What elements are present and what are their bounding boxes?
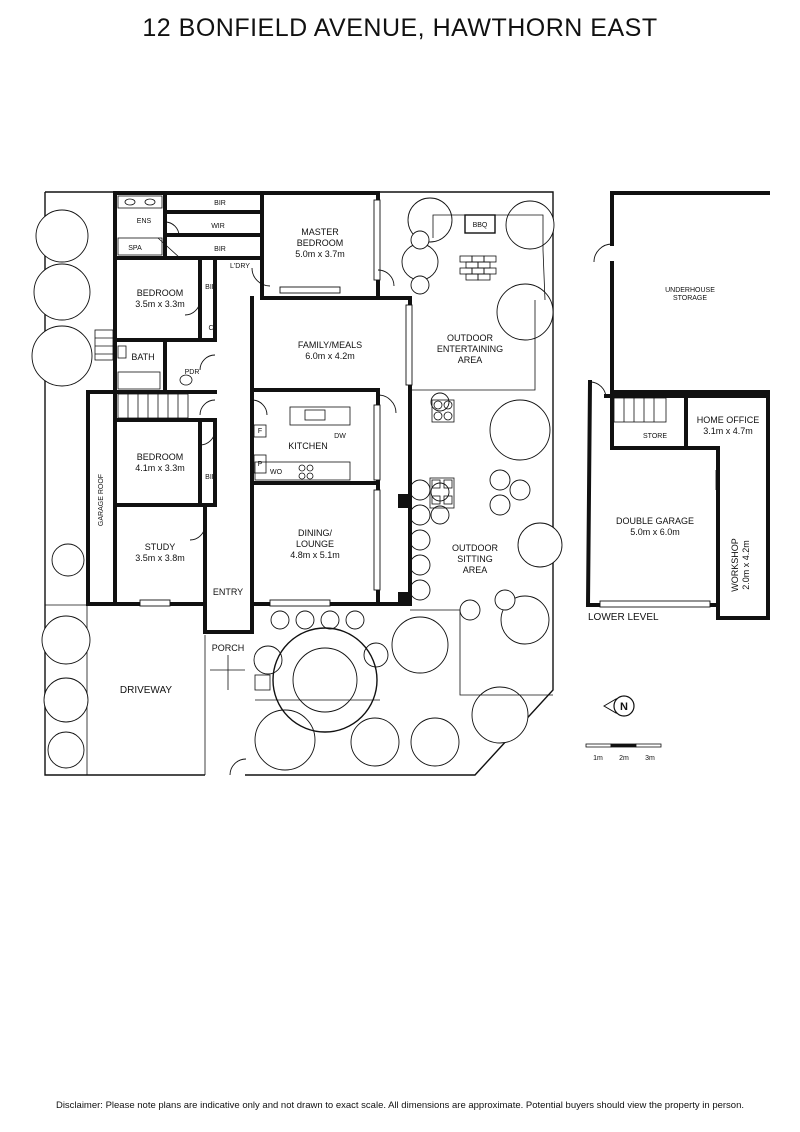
bir-bed1-label: BIR xyxy=(205,284,217,291)
outdoor-table-sitting xyxy=(429,477,455,509)
pantry-label: P xyxy=(258,461,263,468)
underhouse-label-1: UNDERHOUSE xyxy=(665,287,715,294)
north-arrow-icon: N xyxy=(603,695,635,717)
brick-pattern xyxy=(459,255,497,281)
underhouse-walls xyxy=(593,191,770,394)
lower-level-label: LOWER LEVEL xyxy=(588,612,659,623)
dining-lounge-name: DINING/ xyxy=(298,528,333,538)
home-office-name: HOME OFFICE xyxy=(697,415,760,425)
bath-label: BATH xyxy=(131,352,154,362)
spa-label: SPA xyxy=(128,245,142,252)
trees-left xyxy=(31,209,93,769)
double-garage-name: DOUBLE GARAGE xyxy=(616,516,694,526)
dining-lounge-dim: 4.8m x 5.1m xyxy=(290,550,340,560)
bir-top-label: BIR xyxy=(214,200,226,207)
outdoor-table-entertaining xyxy=(431,399,455,423)
outdoor-sitting-2: SITTING xyxy=(457,554,493,564)
master-bedroom-name-2: BEDROOM xyxy=(297,238,344,248)
family-meals-name: FAMILY/MEALS xyxy=(298,340,362,350)
plan-title: 12 BONFIELD AVENUE, HAWTHORN EAST xyxy=(142,14,658,42)
stairs xyxy=(94,329,189,419)
circular-garden xyxy=(272,627,378,733)
bir-mid-label: BIR xyxy=(214,246,226,253)
entry-arrow xyxy=(210,655,271,691)
disclaimer: Disclaimer: Please note plans are indica… xyxy=(55,1100,745,1111)
bedroom-1-name: BEDROOM xyxy=(137,288,184,298)
study-dim: 3.5m x 3.8m xyxy=(135,553,185,563)
garage-roof-area xyxy=(87,391,116,605)
wir-label: WIR xyxy=(211,223,225,230)
pillar xyxy=(398,592,410,606)
bedroom-1-dim: 3.5m x 3.3m xyxy=(135,299,185,309)
pillar xyxy=(398,494,410,508)
outdoor-sitting-1: OUTDOOR xyxy=(452,543,498,553)
dining-lounge-name-2: LOUNGE xyxy=(296,539,334,549)
outdoor-entertaining-2: ENTERTAINING xyxy=(437,344,503,354)
doors xyxy=(164,221,397,776)
scale-label-1: 1m xyxy=(593,755,603,762)
scale-label-3: 3m xyxy=(645,755,655,762)
porch-label: PORCH xyxy=(212,643,245,653)
master-bedroom-name: MASTER xyxy=(301,227,339,237)
entry-label: ENTRY xyxy=(213,587,243,597)
laundry-label: L'DRY xyxy=(230,263,250,270)
scale-label-2: 2m xyxy=(619,755,629,762)
bir-bed2-label: BIR xyxy=(205,474,217,481)
outdoor-entertaining-3: AREA xyxy=(458,355,483,365)
workshop-dim: 2.0m x 4.2m xyxy=(741,540,751,590)
cupboard-label: C xyxy=(208,325,213,332)
driveway-label: DRIVEWAY xyxy=(120,685,173,696)
bbq-label: BBQ xyxy=(473,222,488,229)
home-office-dim: 3.1m x 4.7m xyxy=(703,426,753,436)
ens-label: ENS xyxy=(137,218,152,225)
workshop-name: WORKSHOP xyxy=(730,538,740,592)
house-walls xyxy=(86,191,412,634)
kitchen-fixtures xyxy=(253,406,351,481)
master-bedroom-dim: 5.0m x 3.7m xyxy=(295,249,345,259)
wall-oven-label: WO xyxy=(270,469,283,476)
underhouse-label-2: STORAGE xyxy=(673,295,707,302)
bedroom-2-name: BEDROOM xyxy=(137,452,184,462)
lower-level-walls xyxy=(585,379,770,620)
powder-label: PDR xyxy=(185,369,200,376)
outdoor-sitting-3: AREA xyxy=(463,565,488,575)
double-garage-dim: 5.0m x 6.0m xyxy=(630,527,680,537)
garden-path xyxy=(410,609,553,696)
fridge-label: F xyxy=(258,428,262,435)
bedroom-2-dim: 4.1m x 3.3m xyxy=(135,463,185,473)
bathroom-fixtures xyxy=(117,195,193,390)
windows xyxy=(139,199,413,607)
kitchen-label: KITCHEN xyxy=(288,441,328,451)
deck-outline xyxy=(432,214,546,301)
study-name: STUDY xyxy=(145,542,176,552)
site-boundary xyxy=(44,192,205,776)
outdoor-entertaining-1: OUTDOOR xyxy=(447,333,493,343)
family-meals-dim: 6.0m x 4.2m xyxy=(305,351,355,361)
scale-bar: 1m 2m 3m xyxy=(585,743,662,762)
svg-text:N: N xyxy=(620,701,628,713)
garage-roof-label: GARAGE ROOF xyxy=(98,474,105,526)
dishwasher-label: DW xyxy=(334,433,346,440)
deck-edge-2 xyxy=(410,300,536,391)
bbq-unit xyxy=(464,214,496,234)
store-label: STORE xyxy=(643,433,667,440)
site-boundary-right xyxy=(45,191,554,776)
